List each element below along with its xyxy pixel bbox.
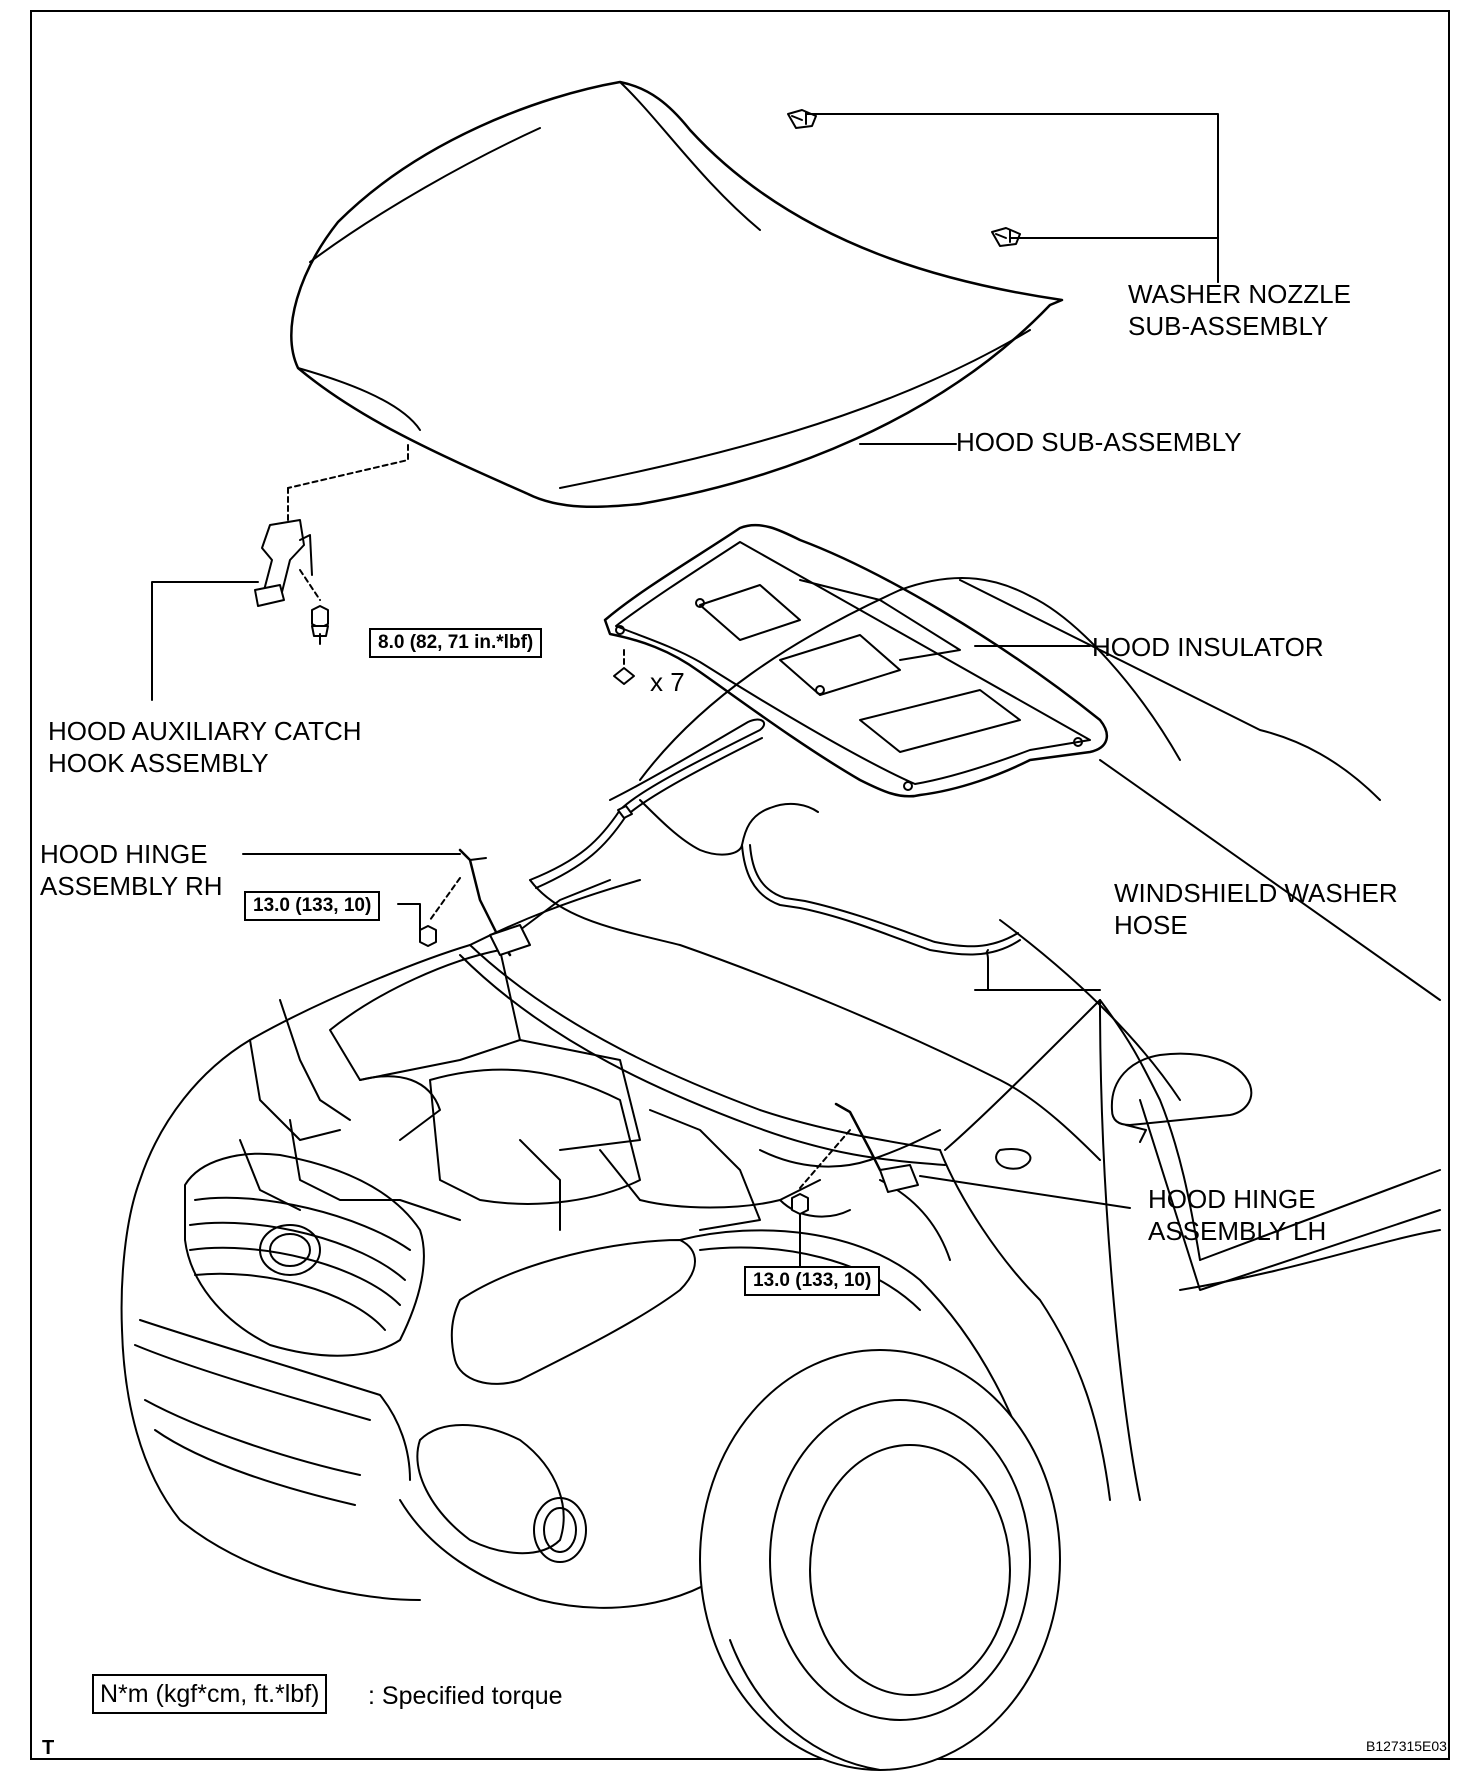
label-clip-count: x 7 [650, 667, 685, 697]
label-hinge-lh-line2: ASSEMBLY LH [1148, 1216, 1327, 1246]
figure-code: B127315E03 [1366, 1738, 1447, 1754]
label-washer-hose-line2: HOSE [1114, 910, 1188, 940]
label-washer-nozzle-line2: SUB-ASSEMBLY [1128, 311, 1329, 341]
label-hinge-rh-line1: HOOD HINGE [40, 839, 208, 869]
legend-description: : Specified torque [368, 1682, 563, 1710]
torque-box-hinge-rh: 13.0 (133, 10) [244, 891, 381, 921]
label-hinge-rh-line2: ASSEMBLY RH [40, 871, 223, 901]
label-hinge-lh-line1: HOOD HINGE [1148, 1184, 1316, 1214]
torque-box-hinge-lh: 13.0 (133, 10) [744, 1266, 881, 1296]
legend-torque-unit-box: N*m (kgf*cm, ft.*lbf) [92, 1674, 328, 1714]
diagram-frame [30, 10, 1450, 1760]
leader-lines [151, 113, 1219, 1271]
label-aux-catch-line1: HOOD AUXILIARY CATCH [48, 716, 362, 746]
label-washer-hose-line1: WINDSHIELD WASHER [1114, 878, 1398, 908]
label-washer-nozzle-line1: WASHER NOZZLE [1128, 279, 1351, 309]
label-hood-sub-assembly: HOOD SUB-ASSEMBLY [956, 427, 1242, 457]
corner-letter: T [42, 1737, 55, 1759]
hood-insulator-drawing [603, 523, 1109, 798]
label-aux-catch-line2: HOOK ASSEMBLY [48, 748, 269, 778]
torque-box-aux-catch: 8.0 (82, 71 in.*lbf) [369, 628, 543, 658]
label-hood-insulator: HOOD INSULATOR [1092, 632, 1324, 662]
washer-hose-drawing [529, 718, 1021, 956]
aux-catch-hook-drawing [254, 444, 409, 637]
vehicle-body-drawing [120, 577, 1441, 1771]
hood-panel-drawing [290, 80, 1064, 509]
